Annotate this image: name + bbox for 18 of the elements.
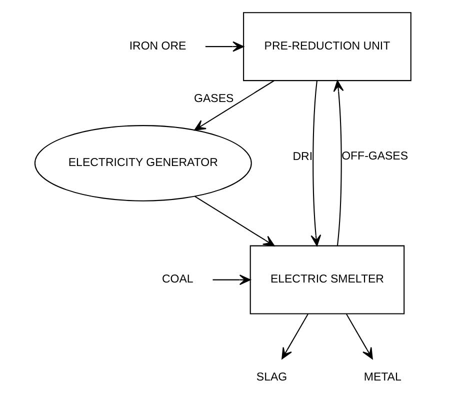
node-box: PRE-REDUCTION UNIT bbox=[242, 12, 411, 82]
node-text: SLAG bbox=[256, 372, 287, 384]
node-ellipse: ELECTRICITY GENERATOR bbox=[34, 125, 252, 202]
node-box: ELECTRIC SMELTER bbox=[249, 245, 404, 314]
arrow bbox=[194, 196, 274, 246]
arrow bbox=[281, 314, 308, 360]
edge-label: OFF-GASES bbox=[341, 150, 408, 163]
node-text: COAL bbox=[162, 274, 193, 286]
arrow bbox=[345, 314, 372, 360]
edge-label: GASES bbox=[194, 93, 234, 106]
node-text: METAL bbox=[363, 372, 401, 384]
arrow bbox=[212, 274, 250, 286]
arrow bbox=[194, 80, 274, 131]
arrow bbox=[310, 80, 321, 246]
arrow bbox=[204, 41, 244, 52]
edge-label: DRI bbox=[292, 151, 312, 164]
arrow bbox=[332, 80, 344, 246]
node-text: IRON ORE bbox=[128, 40, 186, 53]
